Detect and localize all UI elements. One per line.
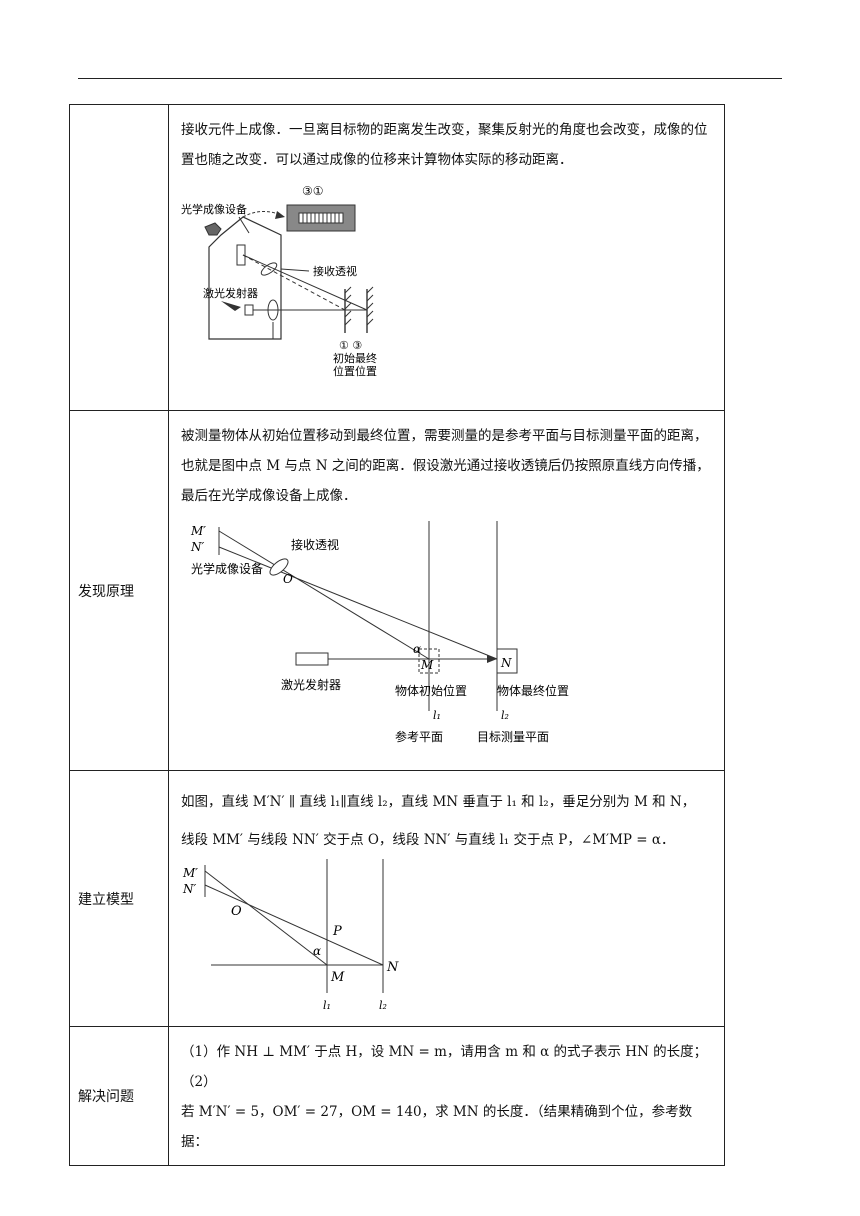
row-label-model: 建立模型 bbox=[69, 770, 169, 1027]
initial-label: 物体初始位置 bbox=[395, 683, 467, 698]
label-p: P bbox=[332, 924, 342, 939]
segment-nn-prime bbox=[204, 884, 384, 966]
target-plane-label: 目标测量平面 bbox=[477, 730, 549, 744]
label-n: N bbox=[386, 960, 399, 975]
receive-lens bbox=[269, 558, 289, 576]
header-rule bbox=[78, 78, 782, 79]
label-alpha: α bbox=[413, 642, 421, 656]
label-alpha: α bbox=[313, 944, 321, 958]
table-row-model: 建立模型 如图，直线 M′N′ ∥ 直线 l₁∥直线 l₂，直线 MN 垂直于 … bbox=[69, 770, 725, 1027]
screen-marks-label: ③① bbox=[302, 184, 324, 198]
internal-sensor bbox=[236, 244, 246, 266]
position-line2: 位置位置 bbox=[333, 364, 377, 377]
label-l2: l₂ bbox=[501, 709, 509, 722]
label-o: O bbox=[231, 904, 242, 919]
lens-label: 接收透视 bbox=[291, 537, 339, 552]
model-line-1: 如图，直线 M′N′ ∥ 直线 l₁∥直线 l₂，直线 MN 垂直于 l₁ 和 … bbox=[181, 794, 696, 810]
position-marks: ① ③ bbox=[339, 339, 362, 352]
row-label-solve: 解决问题 bbox=[69, 1026, 169, 1166]
label-l1: l₁ bbox=[433, 709, 441, 722]
ref-plane-label: 参考平面 bbox=[395, 729, 443, 744]
device-knob bbox=[204, 222, 222, 236]
label-m: M bbox=[420, 658, 434, 672]
intro-paragraph: 接收元件上成像．一旦离目标物的距离发生改变，聚集反射光的角度也会改变，成像的位置… bbox=[181, 122, 708, 168]
table-row-principle: 发现原理 被测量物体从初始位置移动到最终位置，需要测量的是参考平面与目标测量平面… bbox=[69, 410, 725, 771]
problem-table: 接收元件上成像．一旦离目标物的距离发生改变，聚集反射光的角度也会改变，成像的位置… bbox=[69, 104, 725, 1166]
principle-paragraph: 被测量物体从初始位置移动到最终位置，需要测量的是参考平面与目标测量平面的距离，也… bbox=[181, 428, 710, 504]
solve-line-2: 若 M′N′ = 5，OM′ = 27，OM = 140，求 MN 的长度．（结… bbox=[181, 1104, 693, 1150]
final-label: 物体最终位置 bbox=[497, 683, 569, 698]
sensor-strip bbox=[298, 212, 344, 224]
lens-label: 接收透视 bbox=[313, 264, 357, 278]
principle-diagram: M′ N′ 接收透视 光学成像设备 O α bbox=[190, 521, 569, 744]
laser-emitter bbox=[244, 304, 254, 316]
model-diagram: M′ N′ O P α M N l₁ l₂ bbox=[182, 859, 399, 1012]
label-n-prime: N′ bbox=[182, 882, 197, 896]
label-n: N bbox=[500, 656, 512, 670]
row-content-model: 如图，直线 M′N′ ∥ 直线 l₁∥直线 l₂，直线 MN 垂直于 l₁ 和 … bbox=[168, 770, 725, 1027]
row-label-principle: 发现原理 bbox=[69, 410, 169, 771]
label-o: O bbox=[283, 572, 293, 586]
laser-label: 激光发射器 bbox=[281, 677, 341, 692]
device-label: 光学成像设备 bbox=[191, 561, 263, 576]
row-label-intro bbox=[69, 104, 169, 411]
laser-emitter bbox=[295, 652, 329, 666]
table-row-intro: 接收元件上成像．一旦离目标物的距离发生改变，聚集反射光的角度也会改变，成像的位置… bbox=[69, 104, 725, 411]
label-l1: l₁ bbox=[323, 999, 331, 1012]
label-l2: l₂ bbox=[379, 999, 387, 1012]
device-label: 光学成像设备 bbox=[181, 202, 247, 216]
row-content-solve: （1）作 NH ⊥ MM′ 于点 H，设 MN = m，请用含 m 和 α 的式… bbox=[168, 1026, 725, 1166]
object-initial bbox=[418, 648, 440, 674]
device-diagram: ③① 光学成像设备 接收透视 激光发射器 bbox=[181, 184, 377, 377]
solve-line-1: （1）作 NH ⊥ MM′ 于点 H，设 MN = m，请用含 m 和 α 的式… bbox=[181, 1044, 708, 1090]
position-line1: 初始最终 bbox=[333, 351, 377, 365]
table-row-solve: 解决问题 （1）作 NH ⊥ MM′ 于点 H，设 MN = m，请用含 m 和… bbox=[69, 1026, 725, 1166]
label-m-prime: M′ bbox=[190, 524, 206, 538]
label-m: M bbox=[330, 970, 345, 985]
label-m-prime: M′ bbox=[182, 866, 198, 880]
segment-mm-prime bbox=[204, 870, 328, 966]
row-content-principle: 被测量物体从初始位置移动到最终位置，需要测量的是参考平面与目标测量平面的距离，也… bbox=[168, 410, 725, 771]
row-content-intro: 接收元件上成像．一旦离目标物的距离发生改变，聚集反射光的角度也会改变，成像的位置… bbox=[168, 104, 725, 411]
device-housing bbox=[208, 216, 282, 340]
label-n-prime: N′ bbox=[190, 540, 205, 554]
model-line-2: 线段 MM′ 与线段 NN′ 交于点 O，线段 NN′ 与直线 l₁ 交于点 P… bbox=[181, 832, 675, 848]
object-final bbox=[496, 648, 518, 674]
laser-label: 激光发射器 bbox=[203, 286, 258, 300]
